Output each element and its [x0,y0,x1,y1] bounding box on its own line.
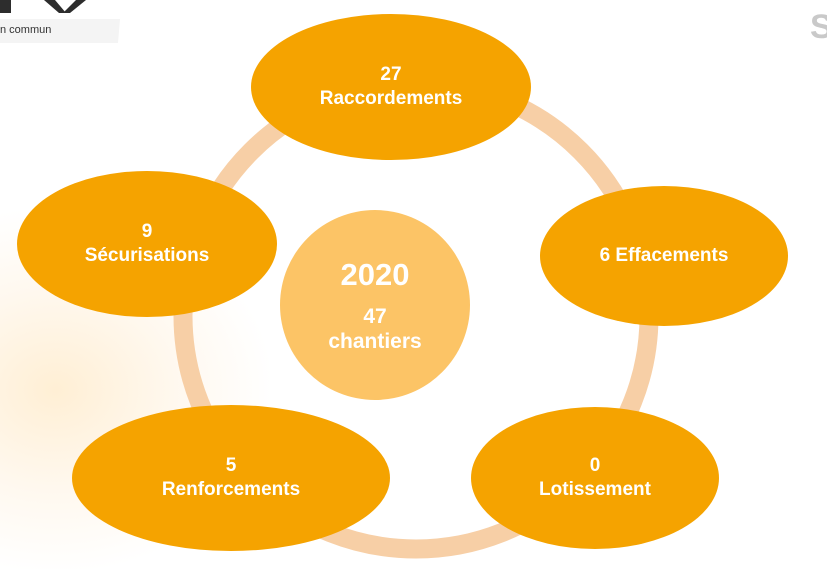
raccordements-title: Raccordements [319,88,463,109]
lotissement-count: 0 [589,454,601,476]
renforcements-count: 5 [225,454,237,476]
logo-mark-icon [0,0,120,43]
securisations-title: Sécurisations [84,245,210,266]
node-raccordements [251,14,531,160]
center-circle [280,210,470,400]
securisations-count: 9 [141,220,153,242]
node-lotissement [471,407,719,549]
center-label: 2020 47 chantiers [285,215,465,395]
raccordements-count: 27 [380,63,402,85]
node-label-renforcements: 5 Renforcements [121,428,341,528]
node-effacements [540,186,788,326]
node-label-securisations: 9 Sécurisations [37,194,257,294]
node-securisations [17,171,277,317]
center-year: 2020 [340,257,410,293]
center-count-label: chantiers [328,329,422,353]
node-label-effacements: 6 Effacements [557,226,771,286]
logo: n commun [0,0,120,50]
renforcements-title: Renforcements [161,479,301,500]
node-label-lotissement: 0 Lotissement [495,428,695,528]
logo-text: n commun [0,24,52,36]
effacements-title: 6 Effacements [599,244,729,266]
node-renforcements [72,405,390,551]
title-fragment: S [810,8,827,46]
center-count-number: 47 [363,305,387,329]
node-label-raccordements: 27 Raccordements [276,37,506,137]
lotissement-title: Lotissement [539,479,651,500]
